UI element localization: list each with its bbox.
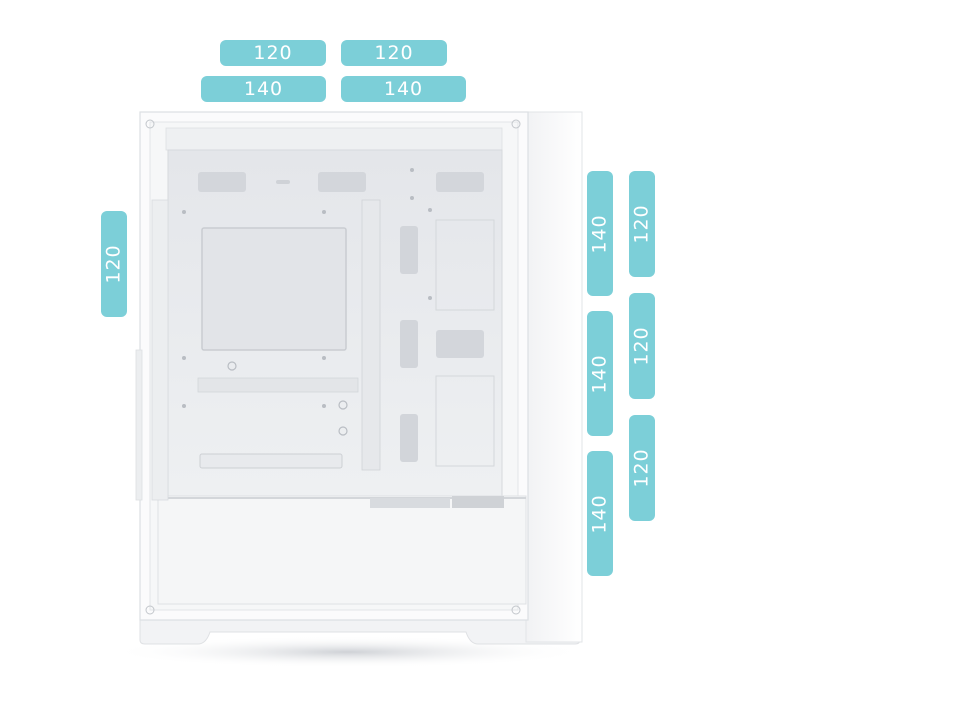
top-fan-120-right-badge: 120 <box>341 40 447 66</box>
psu-shroud <box>157 495 527 605</box>
grommet-3 <box>400 414 418 462</box>
badge-label: 120 <box>631 448 654 488</box>
floor-shadow <box>108 636 588 668</box>
screws <box>145 119 521 615</box>
badge-label: 120 <box>631 326 654 366</box>
psu-vent-2 <box>452 496 504 508</box>
badge-label: 140 <box>589 213 612 254</box>
top-cutout-2 <box>318 172 366 192</box>
badge-label: 140 <box>589 493 612 534</box>
top-fan-140-left-badge: 140 <box>201 76 326 102</box>
front-fan-140-badge-2: 140 <box>587 311 613 436</box>
grommet-2 <box>400 320 418 368</box>
top-fan-120-left-badge: 120 <box>220 40 326 66</box>
badge-label: 120 <box>103 244 126 284</box>
rear-io <box>135 349 143 501</box>
front-fan-120-badge-2: 120 <box>629 293 655 399</box>
rear-bracket <box>151 199 169 501</box>
psu-vent <box>370 498 450 508</box>
expansion-bar <box>199 453 343 469</box>
badge-label: 140 <box>589 353 612 394</box>
cpu-cutout <box>201 227 347 351</box>
badge-label: 120 <box>374 42 414 64</box>
front-fan-140-badge-3: 140 <box>587 451 613 576</box>
top-cutout-3 <box>436 172 484 192</box>
drive-bay-1 <box>435 219 495 311</box>
top-cutout-1 <box>198 172 246 192</box>
top-slot <box>276 180 290 184</box>
top-fan-140-right-badge: 140 <box>341 76 466 102</box>
side-cutout <box>436 330 484 358</box>
standoff-holes <box>182 168 432 436</box>
front-fan-120-badge-1: 120 <box>629 171 655 277</box>
badge-label: 120 <box>631 204 654 244</box>
cable-strip <box>361 199 381 471</box>
badge-label: 140 <box>383 78 424 100</box>
front-fan-120-badge-3: 120 <box>629 415 655 521</box>
top-mesh <box>165 127 503 151</box>
grommet-1 <box>400 226 418 274</box>
drive-bay-2 <box>435 375 495 467</box>
badge-label: 140 <box>243 78 284 100</box>
lower-plate <box>197 377 359 393</box>
front-fan-140-badge-1: 140 <box>587 171 613 296</box>
rear-fan-120-badge: 120 <box>101 211 127 317</box>
badge-label: 120 <box>253 42 293 64</box>
front-panel <box>525 111 583 643</box>
